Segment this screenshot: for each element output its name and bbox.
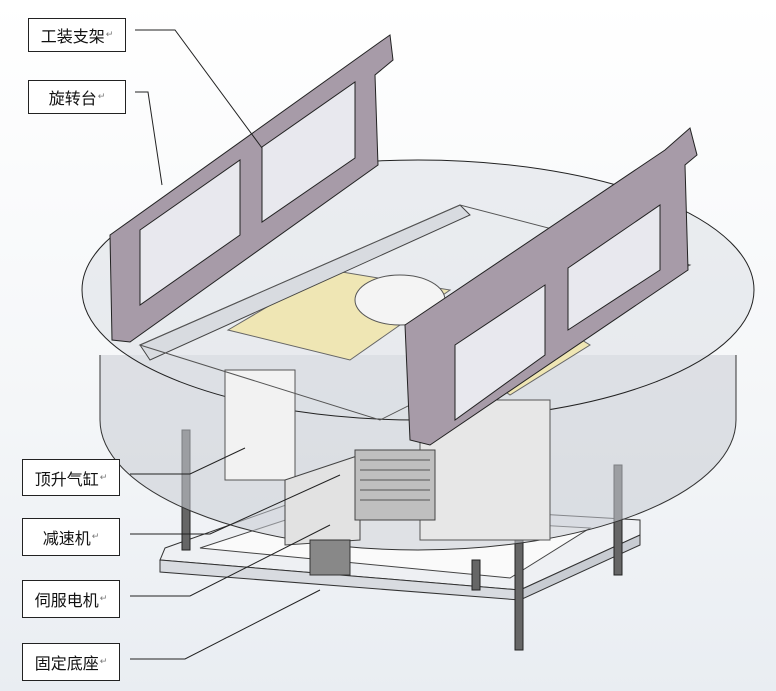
label-text: 减速机 (42, 529, 91, 548)
fixture-bracket (109, 34, 698, 446)
label-servo-motor: 伺服电机↵ (22, 580, 120, 618)
servo-motor (284, 454, 361, 576)
lift-cylinder (224, 369, 551, 541)
return-mark-icon: ↵ (97, 92, 106, 102)
return-mark-icon: ↵ (99, 657, 108, 667)
label-rotary-table: 旋转台↵ (28, 80, 126, 114)
return-mark-icon: ↵ (91, 532, 100, 542)
label-text: 旋转台 (48, 89, 97, 108)
label-reducer: 减速机↵ (22, 518, 120, 556)
label-text: 伺服电机 (34, 591, 99, 610)
label-fixture-bracket: 工装支架↵ (28, 18, 126, 52)
leader-lines (130, 29, 341, 660)
reducer (354, 449, 436, 521)
label-text: 工装支架 (40, 27, 105, 46)
label-text: 固定底座 (34, 654, 99, 673)
label-lift-cylinder: 顶升气缸↵ (22, 459, 120, 496)
label-fixed-base: 固定底座↵ (22, 643, 120, 681)
label-text: 顶升气缸 (34, 469, 99, 489)
return-mark-icon: ↵ (99, 472, 108, 483)
return-mark-icon: ↵ (105, 30, 114, 40)
return-mark-icon: ↵ (99, 594, 108, 604)
